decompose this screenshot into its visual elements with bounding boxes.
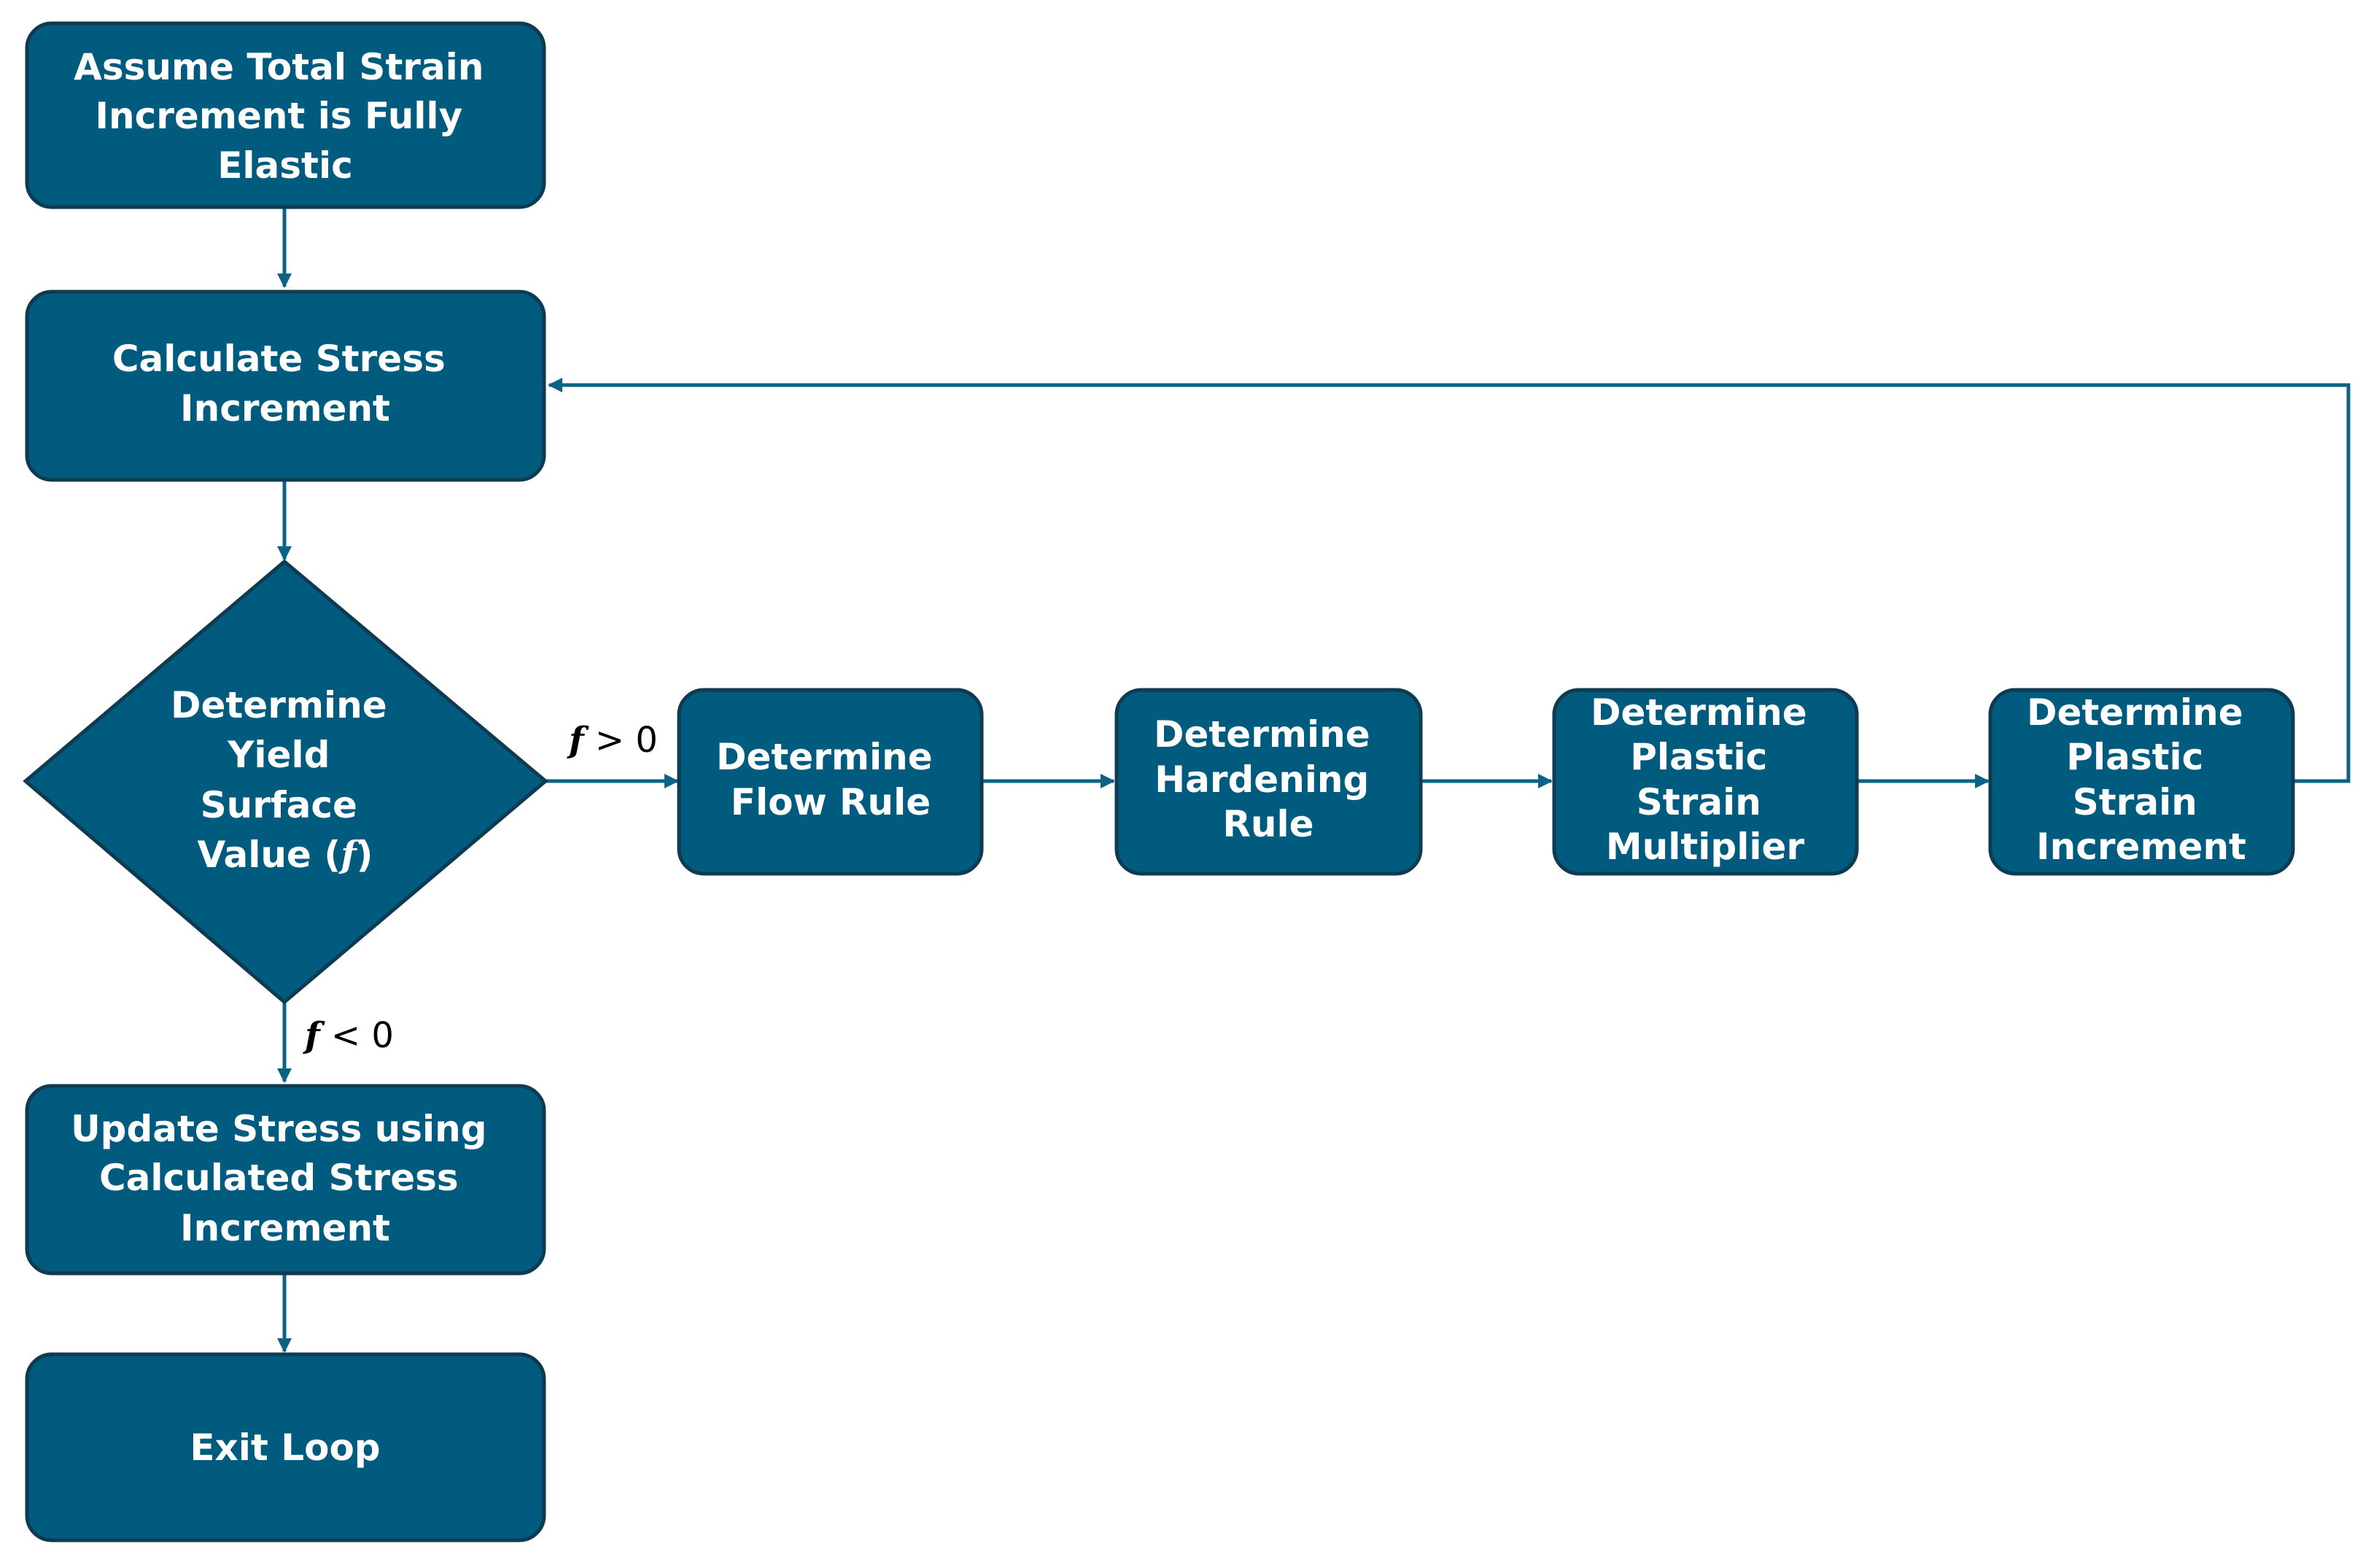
node-determine-yield-surface: Determine Yield Surface Value (f) <box>23 559 548 1005</box>
node-update-stress: Update Stress using Calculated Stress In… <box>25 1084 546 1276</box>
node-assume-elastic-label: Assume Total Strain Increment is Fully E… <box>74 46 497 187</box>
edge-label-f-positive: f > 0 <box>567 720 658 761</box>
edge-label-f-negative: f < 0 <box>303 1015 394 1056</box>
node-determine-yield-surface-label: Determine Yield Surface Value (f) <box>171 684 400 876</box>
node-determine-flow-rule: Determine Flow Rule <box>677 688 984 876</box>
node-exit-loop: Exit Loop <box>25 1352 546 1542</box>
node-calculate-stress-increment: Calculate Stress Increment <box>25 290 546 482</box>
node-determine-plastic-strain-multiplier-label: Determine Plastic Strain Multiplier <box>1591 691 1820 868</box>
node-determine-plastic-strain-increment: Determine Plastic Strain Increment <box>1988 688 2295 876</box>
node-determine-hardening-rule: Determine Hardening Rule <box>1114 688 1423 876</box>
node-determine-plastic-strain-increment-label: Determine Plastic Strain Increment <box>2027 691 2256 868</box>
node-determine-hardening-rule-label: Determine Hardening Rule <box>1154 713 1383 845</box>
node-calculate-stress-increment-label: Calculate Stress Increment <box>112 338 458 430</box>
node-exit-loop-label: Exit Loop <box>190 1427 380 1469</box>
node-determine-flow-rule-label: Determine Flow Rule <box>716 736 945 823</box>
node-update-stress-label: Update Stress using Calculated Stress In… <box>71 1108 500 1249</box>
node-determine-plastic-strain-multiplier: Determine Plastic Strain Multiplier <box>1552 688 1859 876</box>
node-assume-elastic: Assume Total Strain Increment is Fully E… <box>25 21 546 209</box>
edge-feedback-loop <box>548 378 2351 783</box>
